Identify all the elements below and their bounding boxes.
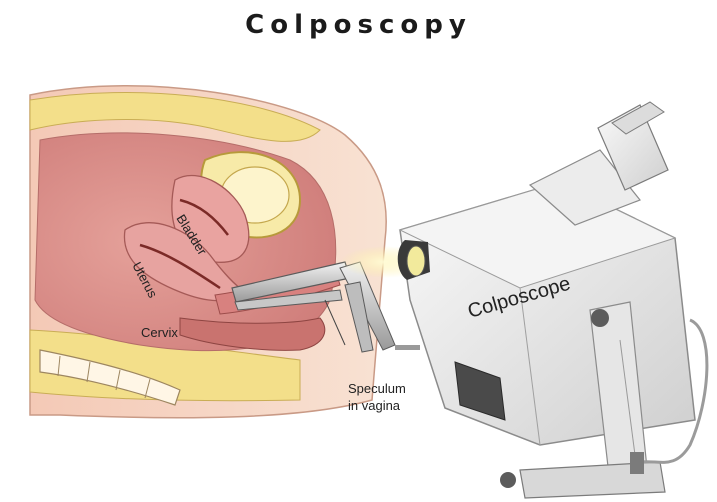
speculum-label-line1: Speculum [348,381,406,396]
colposcope-device [398,102,707,498]
cervix-label: Cervix [141,325,178,340]
speculum-label-line2: in vagina [348,398,401,413]
